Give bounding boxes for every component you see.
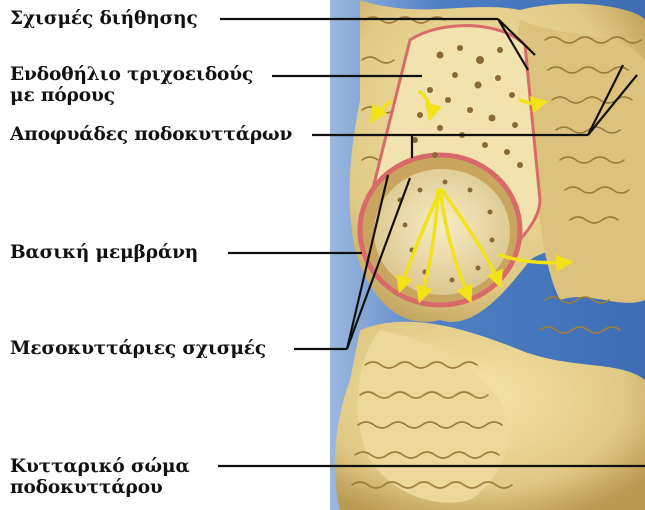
label-podocyte-processes: Αποφυάδες ποδοκυττάρων: [10, 124, 292, 145]
label-filtration-slits: Σχισμές διήθησης: [10, 8, 198, 29]
label-capillary-endothelium: Ενδοθήλιο τριχοειδούς με πόρους: [10, 64, 253, 106]
label-podocyte-cell-body: Κυτταρικό σώμα ποδοκυττάρου: [10, 456, 190, 498]
label-basement-membrane: Βασική μεμβράνη: [10, 242, 198, 263]
label-intercellular-slits: Μεσοκυττάριες σχισμές: [10, 338, 266, 359]
